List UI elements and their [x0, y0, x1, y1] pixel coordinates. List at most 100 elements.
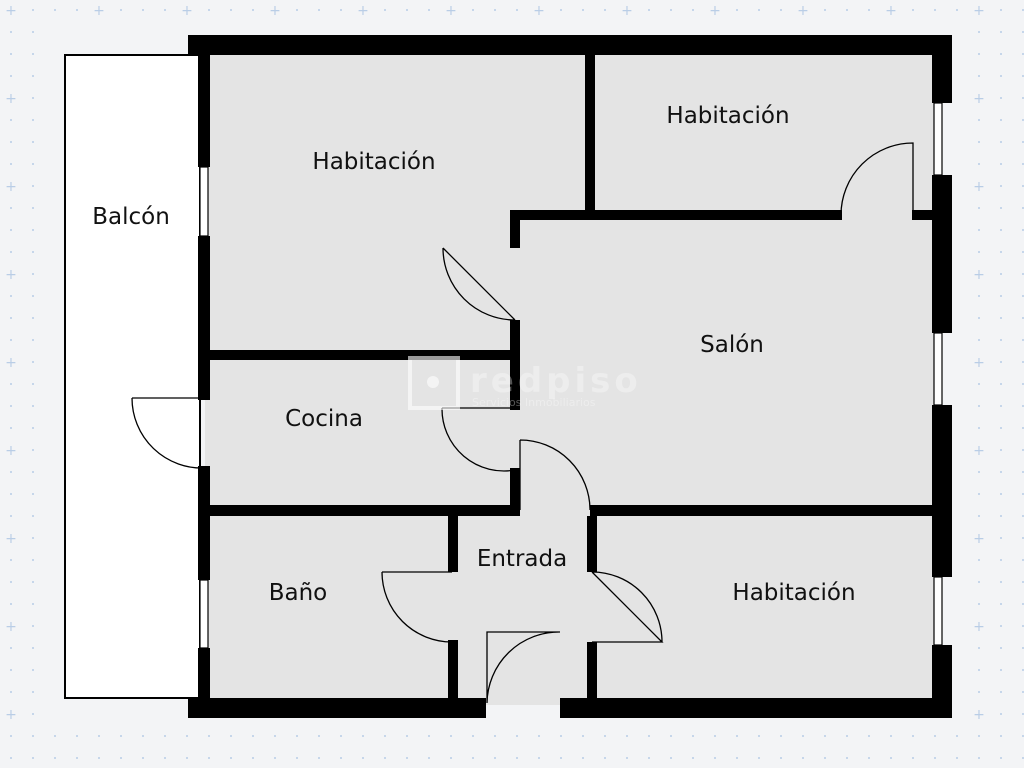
grid-mark — [252, 757, 254, 759]
grid-mark — [1000, 295, 1002, 297]
grid-mark — [868, 735, 870, 737]
door-bano — [381, 571, 453, 643]
grid-mark — [1000, 713, 1002, 715]
label-habitacion-3: Habitación — [732, 580, 855, 606]
grid-mark — [10, 493, 12, 495]
grid-mark: + — [973, 3, 985, 19]
grid-mark — [362, 735, 364, 737]
grid-mark: + — [93, 3, 105, 19]
grid-mark — [10, 229, 12, 231]
grid-mark: + — [533, 3, 545, 19]
grid-mark — [10, 141, 12, 143]
grid-mark: + — [5, 531, 17, 547]
grid-mark — [340, 757, 342, 759]
grid-mark — [120, 757, 122, 759]
grid-mark — [10, 515, 12, 517]
watermark-tagline: Servicios Inmobiliarios — [472, 396, 596, 409]
grid-mark — [208, 735, 210, 737]
grid-mark — [978, 559, 980, 561]
grid-mark — [1000, 669, 1002, 671]
grid-mark — [1000, 383, 1002, 385]
grid-mark — [32, 251, 34, 253]
grid-mark: + — [973, 531, 985, 547]
grid-mark: + — [181, 3, 193, 19]
grid-mark — [1000, 75, 1002, 77]
grid-mark — [978, 493, 980, 495]
grid-mark — [142, 757, 144, 759]
windows — [199, 102, 943, 649]
grid-mark — [120, 9, 122, 11]
grid-mark: + — [5, 179, 17, 195]
grid-mark — [736, 735, 738, 737]
grid-mark — [1000, 97, 1002, 99]
grid-mark: + — [621, 3, 633, 19]
grid-mark — [32, 449, 34, 451]
grid-mark — [472, 9, 474, 11]
grid-mark — [32, 757, 34, 759]
grid-mark — [54, 757, 56, 759]
grid-mark — [582, 9, 584, 11]
grid-mark — [32, 207, 34, 209]
grid-mark — [32, 383, 34, 385]
grid-mark — [32, 559, 34, 561]
grid-mark — [1000, 207, 1002, 209]
grid-mark — [978, 53, 980, 55]
grid-mark — [868, 9, 870, 11]
grid-mark — [780, 9, 782, 11]
grid-mark — [978, 163, 980, 165]
grid-mark — [76, 735, 78, 737]
grid-mark — [10, 691, 12, 693]
grid-mark — [846, 735, 848, 737]
grid-mark: + — [5, 355, 17, 371]
grid-mark — [538, 735, 540, 737]
grid-mark — [450, 757, 452, 759]
grid-mark — [384, 735, 386, 737]
grid-mark — [32, 427, 34, 429]
grid-mark — [890, 757, 892, 759]
grid-mark — [32, 9, 34, 11]
grid-mark — [164, 757, 166, 759]
label-cocina: Cocina — [285, 406, 363, 432]
grid-mark — [274, 757, 276, 759]
grid-mark — [208, 9, 210, 11]
grid-mark — [978, 383, 980, 385]
grid-mark: + — [709, 3, 721, 19]
grid-mark — [1000, 31, 1002, 33]
wall-bottom-right — [560, 698, 952, 718]
grid-mark — [846, 9, 848, 11]
grid-mark: + — [445, 3, 457, 19]
grid-mark — [626, 735, 628, 737]
grid-mark — [340, 735, 342, 737]
grid-mark — [186, 735, 188, 737]
grid-mark — [76, 757, 78, 759]
grid-mark — [10, 119, 12, 121]
grid-mark — [978, 405, 980, 407]
grid-mark — [10, 757, 12, 759]
grid-mark — [648, 757, 650, 759]
grid-mark — [1000, 53, 1002, 55]
grid-mark — [648, 735, 650, 737]
grid-mark — [32, 581, 34, 583]
grid-mark — [32, 97, 34, 99]
grid-mark — [560, 9, 562, 11]
grid-mark — [10, 383, 12, 385]
grid-mark — [978, 119, 980, 121]
grid-mark — [934, 9, 936, 11]
grid-mark — [802, 735, 804, 737]
grid-mark — [32, 229, 34, 231]
grid-mark: + — [973, 91, 985, 107]
grid-mark — [1000, 559, 1002, 561]
grid-mark — [472, 735, 474, 737]
grid-mark — [978, 339, 980, 341]
grid-mark — [714, 735, 716, 737]
grid-mark — [978, 647, 980, 649]
grid-mark — [670, 9, 672, 11]
balcony-area — [64, 54, 201, 699]
grid-mark: + — [973, 179, 985, 195]
grid-mark — [1000, 757, 1002, 759]
grid-mark — [32, 339, 34, 341]
grid-mark — [10, 647, 12, 649]
grid-mark — [32, 405, 34, 407]
grid-mark — [1000, 735, 1002, 737]
